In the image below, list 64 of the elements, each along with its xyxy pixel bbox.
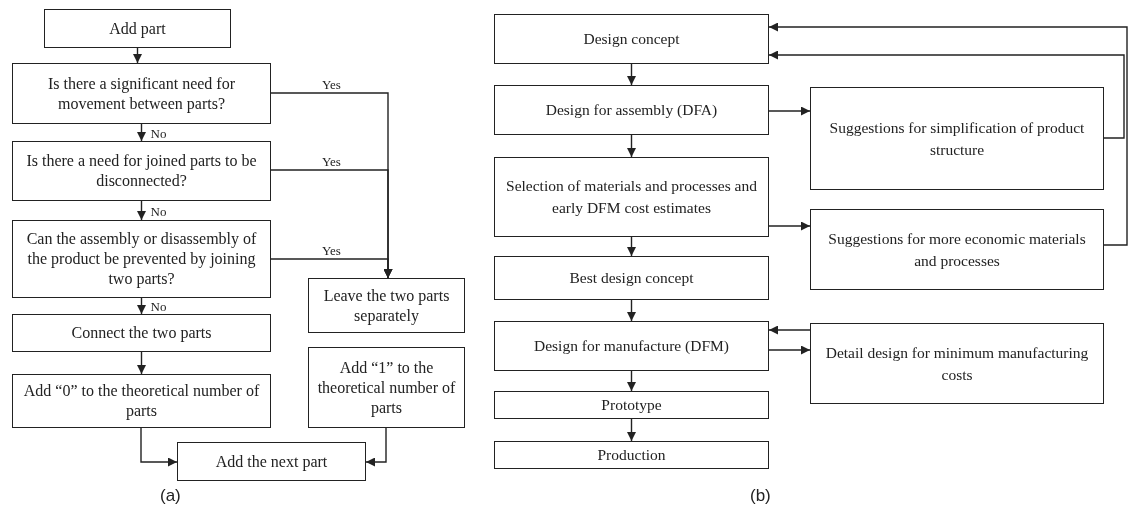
arrow — [768, 50, 1125, 139]
arrow — [137, 200, 146, 221]
edge-label: Yes — [321, 155, 342, 169]
process-box — [308, 347, 465, 428]
box-text: Is there a significant need for movement between parts? — [47, 73, 236, 114]
process-box — [12, 374, 271, 428]
arrow — [768, 106, 811, 116]
process-box — [177, 442, 366, 481]
process-box — [810, 209, 1104, 290]
box-text: Is there a need for joined parts to be disconnected? — [25, 151, 258, 191]
arrow — [133, 47, 142, 64]
process-box — [810, 323, 1104, 404]
arrow — [140, 427, 178, 467]
arrow — [627, 418, 636, 442]
box-text: Can the assembly or disassembly of the product be prevented by joining two parts? — [25, 229, 258, 289]
arrow — [137, 297, 146, 315]
panel-label: (a) — [160, 486, 181, 506]
arrow — [768, 22, 1128, 246]
box-text: Suggestions for simplification of product structure — [828, 117, 1086, 160]
arrow — [270, 258, 393, 279]
box-text: Design for assembly (DFA) — [545, 100, 718, 120]
arrow — [137, 123, 146, 142]
box-text: Production — [597, 445, 666, 465]
box-text: Prototype — [601, 395, 662, 415]
arrow — [365, 427, 387, 467]
box-text: Design for manufacture (DFM) — [534, 336, 729, 356]
box-text: Add part — [109, 18, 166, 39]
process-box — [12, 220, 271, 298]
box-text: Selection of materials and processes and early DFM cost estimates — [505, 176, 758, 218]
process-box — [308, 278, 465, 333]
process-box — [494, 14, 769, 64]
process-box — [44, 9, 231, 48]
arrow — [768, 221, 811, 231]
process-box — [810, 87, 1104, 190]
box-text: Detail design for minimum manufacturing costs — [824, 342, 1090, 385]
process-box — [494, 256, 769, 300]
process-box — [494, 85, 769, 135]
process-box — [494, 391, 769, 419]
arrow — [768, 325, 811, 335]
arrow — [768, 345, 811, 355]
arrow — [627, 236, 636, 257]
edge-label: Yes — [321, 244, 342, 258]
arrow — [627, 63, 636, 86]
box-text: Add “1” to the theoretical number of parts — [316, 357, 457, 418]
edge-label: No — [149, 300, 168, 314]
process-box — [494, 321, 769, 371]
edge-label: Yes — [321, 78, 342, 92]
arrow — [627, 134, 636, 158]
box-text: Leave the two parts separately — [322, 285, 451, 326]
process-box — [12, 141, 271, 201]
box-text: Add the next part — [215, 451, 328, 472]
box-text: Design concept — [583, 29, 680, 49]
process-box — [12, 314, 271, 352]
arrow — [627, 299, 636, 322]
box-text: Best design concept — [569, 268, 694, 288]
process-box — [12, 63, 271, 124]
process-box — [494, 441, 769, 469]
process-box — [494, 157, 769, 237]
arrow — [137, 351, 146, 375]
arrow — [627, 370, 636, 392]
box-text: Suggestions for more economic materials and processes — [827, 228, 1087, 271]
box-text: Connect the two parts — [71, 323, 212, 343]
panel-label: (b) — [750, 486, 771, 506]
box-text: Add “0” to the theoretical number of parts — [22, 381, 261, 421]
